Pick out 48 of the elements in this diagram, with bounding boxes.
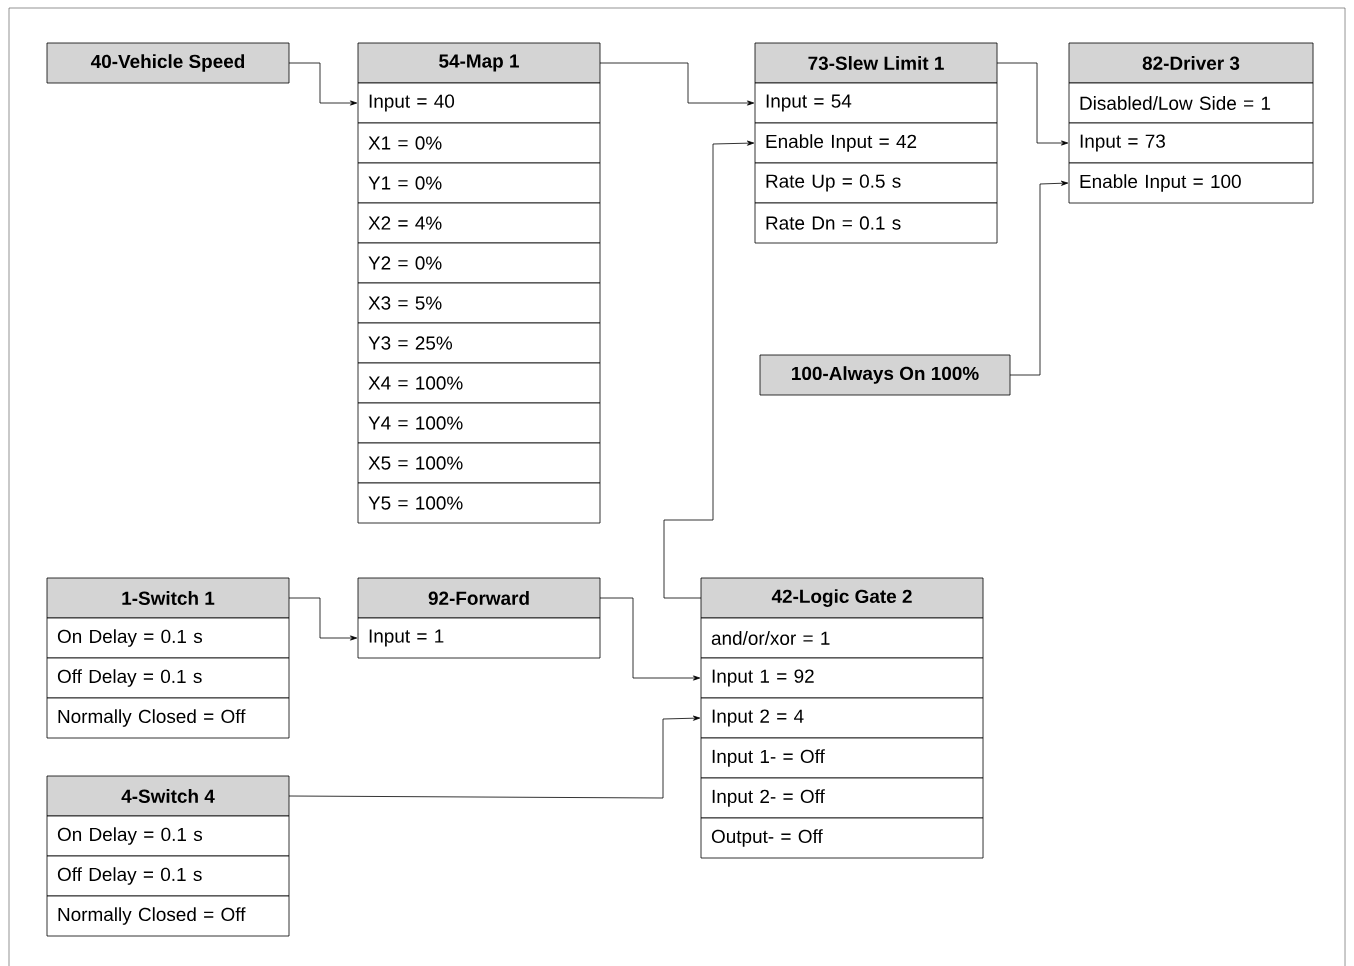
parameter-row: and/or/xor = 1 [700,617,984,659]
parameter-row: Rate Dn = 0.1 s [754,202,998,244]
parameter-row: X5 = 100% [357,442,601,484]
parameter-row: Input = 73 [1068,122,1314,164]
parameter-row: Off Delay = 0.1 s [46,855,290,897]
parameter-row: Input 2 = 4 [700,697,984,739]
parameter-row: Input = 40 [357,82,601,124]
parameter-row: Input = 1 [357,617,601,659]
block-header: 42-Logic Gate 2 [700,577,984,619]
block-header: 4-Switch 4 [46,775,290,817]
parameter-row: Input 1- = Off [700,737,984,779]
block-header: 40-Vehicle Speed [46,42,290,84]
parameter-row: Enable Input = 100 [1068,162,1314,204]
arrow [996,62,1069,146]
parameter-row: Y3 = 25% [357,322,601,364]
parameter-row: Input = 54 [754,82,998,124]
arrow [288,62,358,106]
block-header: 92-Forward [357,577,601,619]
block-header: 73-Slew Limit 1 [754,42,998,84]
block-header: 1-Switch 1 [46,577,290,619]
parameter-row: Y5 = 100% [357,482,601,524]
arrow [663,140,755,599]
parameter-row: Normally Closed = Off [46,895,290,937]
parameter-row: Normally Closed = Off [46,697,290,739]
parameter-row: X3 = 5% [357,282,601,324]
parameter-row: Y2 = 0% [357,242,601,284]
parameter-row: Rate Up = 0.5 s [754,162,998,204]
block-header: 100-Always On 100% [759,354,1011,396]
parameter-row: Enable Input = 42 [754,122,998,164]
parameter-row: Output- = Off [700,817,984,859]
parameter-row: On Delay = 0.1 s [46,617,290,659]
arrow [288,715,701,799]
parameter-row: X2 = 4% [357,202,601,244]
parameter-row: On Delay = 0.1 s [46,815,290,857]
arrow [599,62,755,106]
arrow [288,597,358,641]
parameter-row: Y4 = 100% [357,402,601,444]
arrow [1009,180,1069,376]
arrow [599,597,701,681]
parameter-row: Input 1 = 92 [700,657,984,699]
parameter-row: Input 2- = Off [700,777,984,819]
parameter-row: X4 = 100% [357,362,601,404]
parameter-row: X1 = 0% [357,122,601,164]
block-header: 54-Map 1 [357,42,601,84]
block-header: 82-Driver 3 [1068,42,1314,84]
parameter-row: Y1 = 0% [357,162,601,204]
parameter-row: Off Delay = 0.1 s [46,657,290,699]
parameter-row: Disabled/Low Side = 1 [1068,82,1314,124]
